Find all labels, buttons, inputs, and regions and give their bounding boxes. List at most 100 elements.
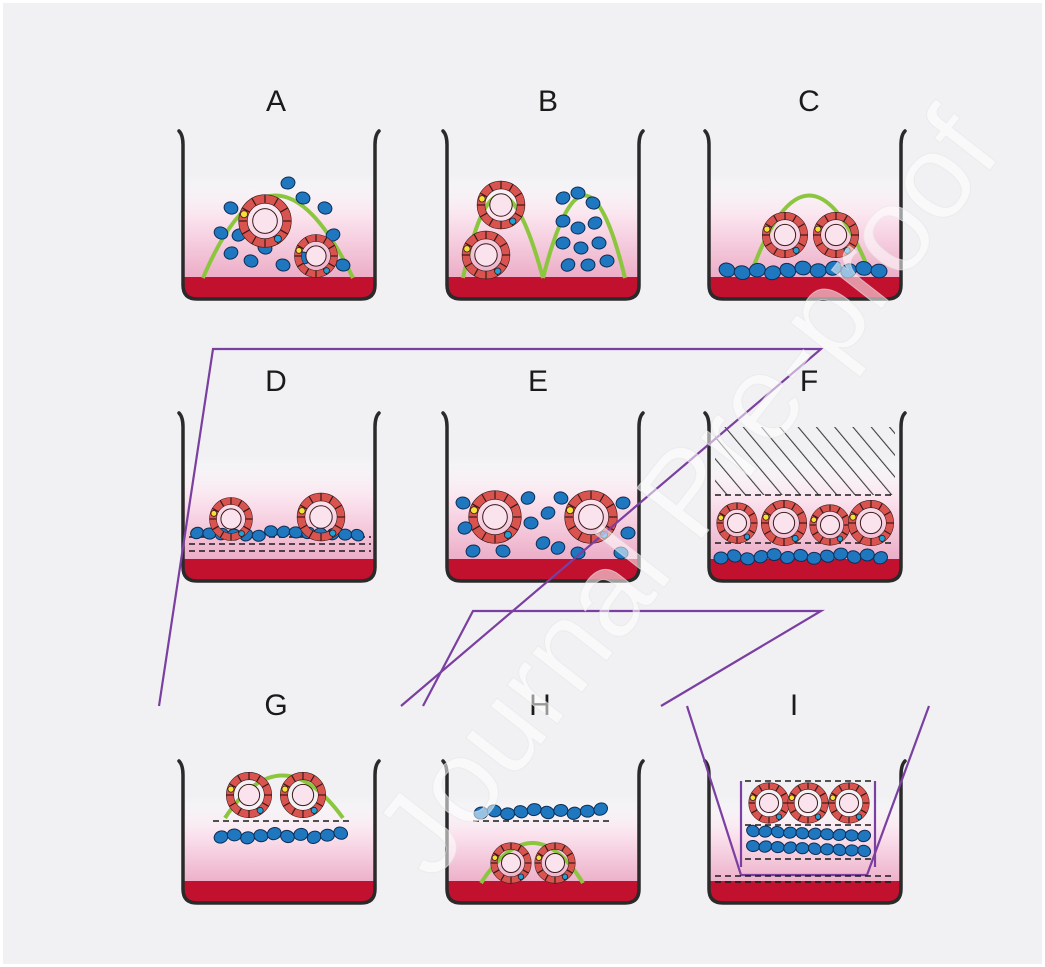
organoid-c-2-cell-boundary: [848, 223, 857, 228]
organoid-c-1-cell-boundary: [797, 223, 806, 228]
organoid-e-2-cell-boundary: [577, 493, 583, 503]
organoid-f-1-cell-boundary: [726, 505, 731, 512]
organoid-i-3-cell-boundary: [855, 785, 860, 792]
hatched-layer-f: [715, 427, 895, 495]
organoid-e-2-cell-boundary: [577, 531, 583, 541]
organoid-c-2-lumen: [824, 223, 848, 247]
organoid-e-1-cell-boundary: [503, 493, 509, 503]
stromal-cell-g: [280, 829, 295, 844]
organoid-d-2-cell-boundary: [299, 504, 308, 510]
stromal-cell-e-3: [520, 491, 536, 505]
stromal-cell-b-3: [555, 214, 571, 228]
stromal-cell-e-6: [540, 506, 556, 520]
organoid-d-2-cell-boundary: [299, 524, 308, 530]
organoid-g-2: [280, 772, 326, 818]
stromal-cell-g: [253, 829, 269, 843]
organoid-d-2-cell-boundary: [334, 504, 343, 510]
organoid-f-2: [761, 500, 807, 546]
stromal-cell-e-11: [613, 546, 629, 560]
stromal-cell-c: [779, 262, 797, 278]
stromal-cell-g: [333, 826, 349, 840]
organoid-f-3-cell-boundary: [819, 536, 824, 543]
organoid-h-1-lumen: [500, 852, 522, 874]
organoid-i-2-marker-cell: [788, 794, 795, 801]
well-e-base-layer: [447, 559, 639, 581]
organoid-f-4-accent-cell: [878, 534, 886, 542]
stromal-cell-h: [553, 803, 569, 817]
stromal-cell-i: [758, 840, 773, 853]
organoid-g-1-cell-boundary: [261, 802, 270, 807]
stromal-cell-b-4: [570, 221, 586, 235]
stromal-cell-b-7: [573, 241, 589, 255]
organoid-g-2-cell-boundary: [291, 774, 296, 783]
organoid-h-1: [490, 842, 532, 884]
cell-insert-h: [422, 609, 826, 707]
organoid-i-1-cell-boundary: [775, 785, 780, 792]
organoid-f-1-marker-cell: [717, 514, 724, 521]
organoid-a-2-cell-boundary: [304, 236, 310, 244]
organoid-c-1-cell-boundary: [773, 214, 778, 223]
organoid-g-1: [226, 772, 272, 818]
organoid-g-1-cell-boundary: [256, 774, 261, 783]
stromal-cell-c: [748, 262, 766, 278]
organoid-g-1-accent-cell: [256, 806, 264, 814]
panel-label-b: B: [538, 85, 558, 118]
organoid-i-1-cell-boundary: [780, 809, 787, 814]
organoid-g-2-cell-boundary: [310, 774, 315, 783]
organoid-i-3-accent-cell: [855, 813, 863, 820]
organoid-b-2-accent-cell: [494, 267, 502, 275]
organoid-f-2-lumen: [772, 511, 796, 535]
organoid-i-1-cell-boundary: [758, 785, 763, 792]
panel-d: [177, 411, 381, 583]
organoid-f-4-cell-boundary: [883, 511, 892, 516]
stromal-cell-b-1: [570, 186, 586, 200]
organoid-a-1-accent-cell: [274, 234, 282, 243]
organoid-f-4-cell-boundary: [850, 511, 859, 516]
organoid-e-2-marker-cell: [566, 506, 574, 515]
organoid-f-4-cell-boundary: [859, 502, 864, 511]
organoid-h-1-cell-boundary: [517, 845, 522, 852]
organoid-c-2-marker-cell: [814, 225, 822, 233]
organoid-d-1-cell-boundary: [219, 531, 225, 539]
organoid-d-2: [296, 492, 346, 542]
organoid-i-3-cell-boundary: [831, 792, 838, 797]
organoid-g-1-cell-boundary: [261, 783, 270, 788]
organoid-b-1-marker-cell: [478, 195, 486, 203]
organoid-h-2-cell-boundary: [537, 869, 544, 874]
organoid-c-2-cell-boundary: [824, 247, 829, 256]
organoid-i-3-cell-boundary: [860, 792, 867, 797]
organoid-d-2-cell-boundary: [308, 530, 314, 539]
organoid-f-4-cell-boundary: [850, 530, 859, 535]
organoid-f-3-lumen: [819, 514, 841, 536]
stromal-cell-i: [807, 842, 822, 856]
organoid-c-1-cell-boundary: [797, 242, 806, 247]
organoid-b-2: [461, 230, 511, 280]
organoid-b-1-lumen: [489, 193, 513, 217]
organoid-d-1: [209, 497, 253, 541]
organoid-b-1-accent-cell: [509, 217, 517, 225]
organoid-f-2-cell-boundary: [772, 535, 777, 544]
organoid-b-2-lumen: [474, 243, 498, 267]
organoid-h-2-cell-boundary: [544, 874, 549, 881]
organoid-a-1-marker-cell: [240, 210, 248, 219]
organoid-f-1-cell-boundary: [719, 529, 726, 534]
organoid-d-1-accent-cell: [238, 530, 245, 537]
organoid-f-4-cell-boundary: [878, 502, 883, 511]
wells-layer: [157, 129, 931, 905]
organoid-h-2-accent-cell: [561, 873, 569, 880]
organoid-f-3-marker-cell: [810, 516, 817, 523]
organoid-f-2-cell-boundary: [791, 502, 796, 511]
stromal-cell-b-8: [591, 236, 607, 250]
organoid-d-2-cell-boundary: [334, 524, 343, 530]
organoid-g-2-marker-cell: [281, 785, 289, 793]
stromal-cell-b-10: [580, 258, 596, 272]
organoid-i-2-cell-boundary: [819, 809, 826, 814]
organoid-f-2-marker-cell: [762, 513, 770, 521]
stromal-cell-b-5: [587, 216, 603, 230]
organoid-f-2-cell-boundary: [763, 511, 772, 516]
organoid-a-2-cell-boundary: [304, 268, 310, 276]
well-i-base-layer: [709, 881, 901, 903]
organoid-h-1-marker-cell: [491, 854, 498, 861]
organoid-b-2-cell-boundary: [464, 242, 473, 248]
well-h-base-layer: [447, 881, 639, 903]
